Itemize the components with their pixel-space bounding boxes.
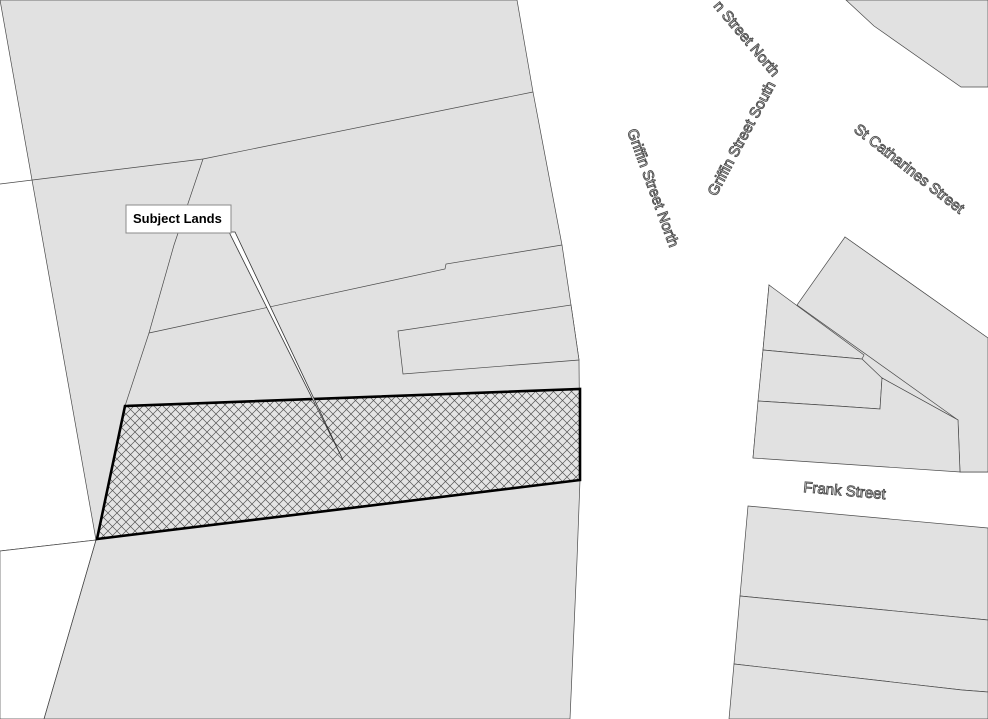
lot-line-3: [148, 244, 563, 334]
lot-line-4: [124, 332, 150, 407]
street-label-griffin-north: Griffin Street North: [623, 127, 682, 250]
road-southwest: [0, 539, 97, 719]
callout-leader: [228, 231, 344, 461]
street-label-frank: Frank Street: [803, 479, 888, 503]
street-label-st-catharines: St Catharines Street: [851, 121, 969, 218]
lot-line-2: [148, 158, 204, 334]
parcel-northeast: [845, 0, 988, 88]
parcel-east-d: [752, 377, 961, 473]
callout-box: [125, 204, 232, 234]
lot-inset: [397, 304, 580, 375]
parcel-east-south-3: [728, 663, 988, 719]
subject-lands-parcel[interactable]: [95, 387, 582, 541]
callout-label: Subject Lands: [133, 211, 222, 226]
street-label-griffin-north-top: n Street North: [710, 0, 783, 80]
parcel-east-south-1: [739, 505, 988, 621]
street-label-griffin-south: Griffin Street South: [705, 79, 780, 199]
lot-line-5: [43, 539, 97, 719]
